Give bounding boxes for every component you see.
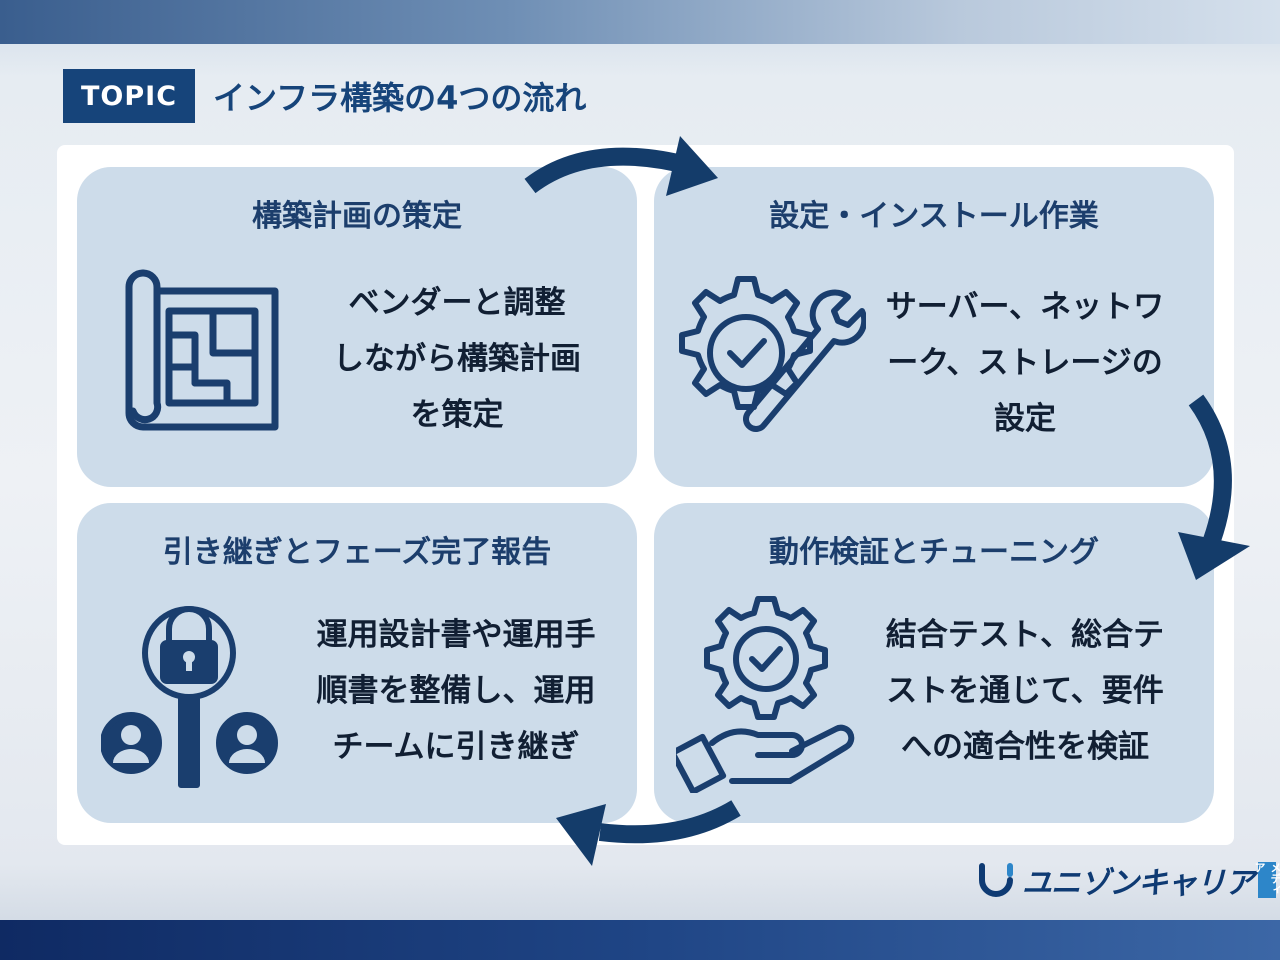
step-card-planning: 構築計画の策定 ベンダーと調整 しながら構築計画 を策定 — [77, 167, 637, 487]
logo-mark-icon — [979, 863, 1013, 897]
blueprint-icon — [103, 263, 279, 443]
step-title: 構築計画の策定 — [252, 199, 462, 234]
step-title: 引き継ぎとフェーズ完了報告 — [162, 535, 552, 570]
hand-gear-check-icon — [669, 593, 856, 797]
logo-media-tag: メディア — [1253, 862, 1280, 898]
logo-text: ユニゾンキャリア — [1022, 866, 1255, 901]
step-title: 動作検証とチューニング — [769, 535, 1099, 570]
step-card-setup: 設定・インストール作業 サーバー、ネットワ ーク、ストレージの 設定 — [654, 167, 1214, 487]
step-description: ベンダーと調整 しながら構築計画 を策定 — [333, 285, 581, 433]
bottom-gradient-band — [0, 920, 1280, 960]
lock-users-icon — [100, 595, 281, 799]
page-title: インフラ構築の4つの流れ — [213, 79, 587, 117]
step-description: 運用設計書や運用手 順書を整備し、運用 チームに引き継ぎ — [316, 617, 596, 765]
step-description: 結合テスト、総合テ ストを通じて、要件 への適合性を検証 — [885, 617, 1165, 765]
step-description: サーバー、ネットワ ーク、ストレージの 設定 — [885, 289, 1165, 437]
top-gradient-band — [0, 0, 1280, 44]
step-card-handover: 引き継ぎとフェーズ完了報告 運用設計書や運用手 順書を整備し、運用 チームに引き… — [77, 503, 637, 823]
brand-logo: ユニゾンキャリア メディア — [976, 858, 1280, 902]
header: TOPIC インフラ構築の4つの流れ — [63, 69, 586, 123]
step-title: 設定・インストール作業 — [769, 199, 1099, 234]
gear-wrench-icon — [666, 273, 868, 447]
topic-badge: TOPIC — [63, 69, 196, 123]
step-card-verification: 動作検証とチューニング 結合テスト、総合テ ストを通じて、要件 への適合性を検証 — [654, 503, 1214, 823]
